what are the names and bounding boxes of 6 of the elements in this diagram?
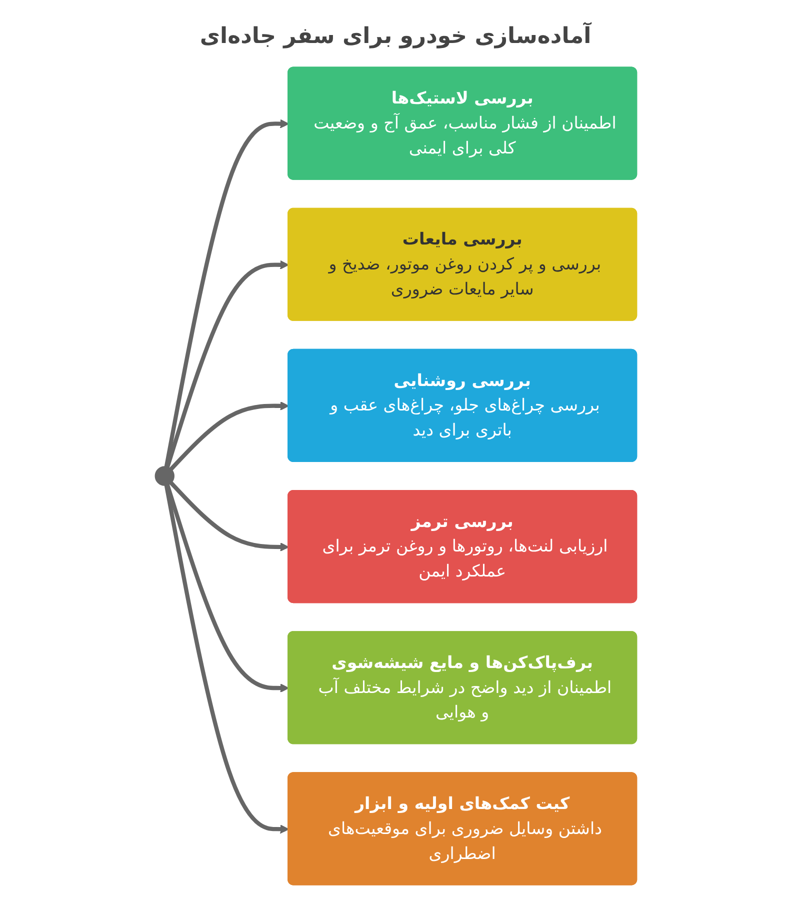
arrow [164, 119, 289, 468]
arrow [169, 401, 289, 471]
title: آماده‌سازی خودرو برای سفر جاده‌ای [200, 24, 592, 49]
node-circle [154, 466, 174, 486]
arrow [164, 484, 289, 834]
arrow [169, 481, 289, 552]
